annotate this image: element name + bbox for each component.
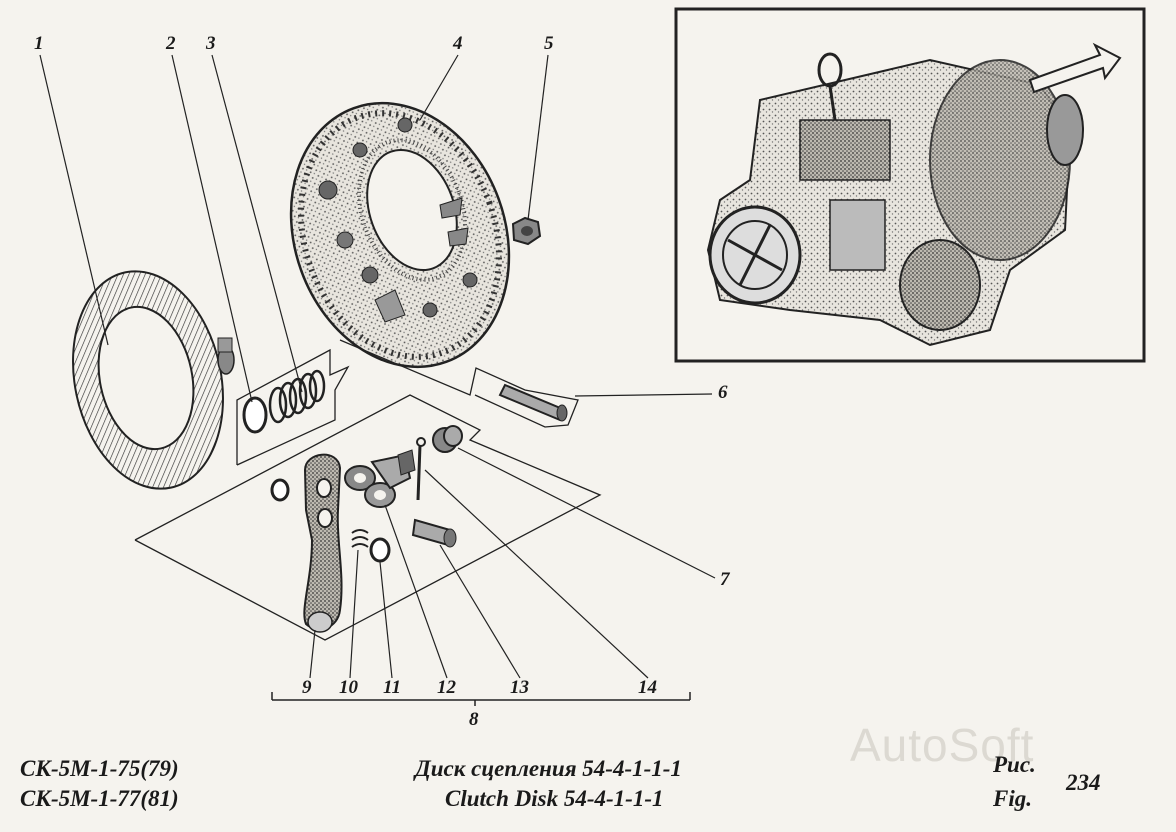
figure-number: 234 xyxy=(1066,770,1101,795)
part-12-fork xyxy=(344,449,416,508)
part-3-spring xyxy=(268,369,326,424)
callout-12: 12 xyxy=(437,677,456,698)
callout-13: 13 xyxy=(510,677,529,698)
title-ru: Диск сцепления 54-4-1-1-1 xyxy=(415,756,682,781)
part-10-spring-washer xyxy=(351,529,369,548)
callout-6: 6 xyxy=(718,382,728,403)
inset-gearbox-illustration xyxy=(674,7,1146,363)
callout-14: 14 xyxy=(638,677,657,698)
part-6-pin xyxy=(339,339,579,428)
callout-10: 10 xyxy=(339,677,358,698)
model-line-1: СК-5М-1-75(79) xyxy=(20,756,179,781)
fig-label-ru: Рис. xyxy=(993,752,1036,777)
callout-2: 2 xyxy=(166,33,176,54)
callout-11: 11 xyxy=(383,677,401,698)
callout-5: 5 xyxy=(544,33,554,54)
callout-3: 3 xyxy=(206,33,216,54)
leader-lines xyxy=(39,54,716,679)
title-en: Clutch Disk 54-4-1-1-1 xyxy=(445,786,664,811)
callout-9: 9 xyxy=(302,677,312,698)
part-11-washer xyxy=(369,537,391,563)
part-4-pressure-plate xyxy=(289,101,511,369)
part-14-cotter-pin xyxy=(416,437,426,501)
watermark: AutoSoft xyxy=(850,719,1035,771)
callout-4: 4 xyxy=(453,33,463,54)
part-13-bolt xyxy=(411,518,457,548)
part-1-friction-disk xyxy=(72,270,235,490)
part-9-lever xyxy=(270,453,343,633)
part-5-nut xyxy=(511,216,542,246)
group-bracket-8 xyxy=(134,394,602,641)
callout-7: 7 xyxy=(720,569,730,590)
model-line-2: СК-5М-1-77(81) xyxy=(20,786,179,811)
group-8-bracket-line xyxy=(271,692,691,706)
part-7-spring-nut xyxy=(432,425,463,453)
callout-1: 1 xyxy=(34,33,44,54)
fig-label-en: Fig. xyxy=(993,786,1032,811)
group-bracket-2-3 xyxy=(236,348,350,466)
callout-8: 8 xyxy=(469,709,479,730)
part-2-washer xyxy=(242,396,268,434)
